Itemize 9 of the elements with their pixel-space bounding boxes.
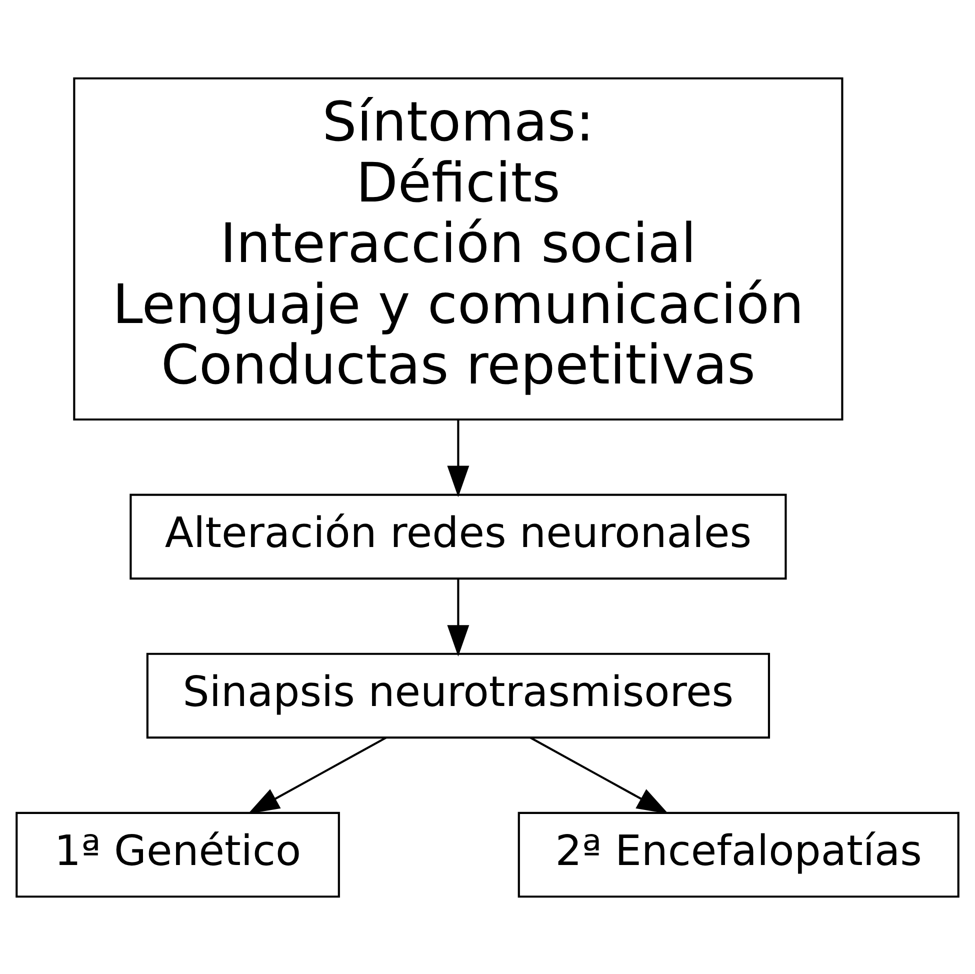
- arrow: [447, 420, 470, 497]
- arrow: [248, 736, 386, 814]
- node-box: Alteración redes neuronales: [130, 493, 787, 580]
- node-box: Sinapsis neurotrasmisores: [146, 652, 770, 738]
- node-box: 1ª Genético: [16, 811, 340, 898]
- node-box: 2ª Encefalopatías: [518, 811, 960, 898]
- arrow: [447, 578, 470, 656]
- arrow: [530, 736, 668, 814]
- node-box: Síntomas: Déficits Interacción social Lenguaje y comunicación Conductas repetitivas: [73, 76, 844, 420]
